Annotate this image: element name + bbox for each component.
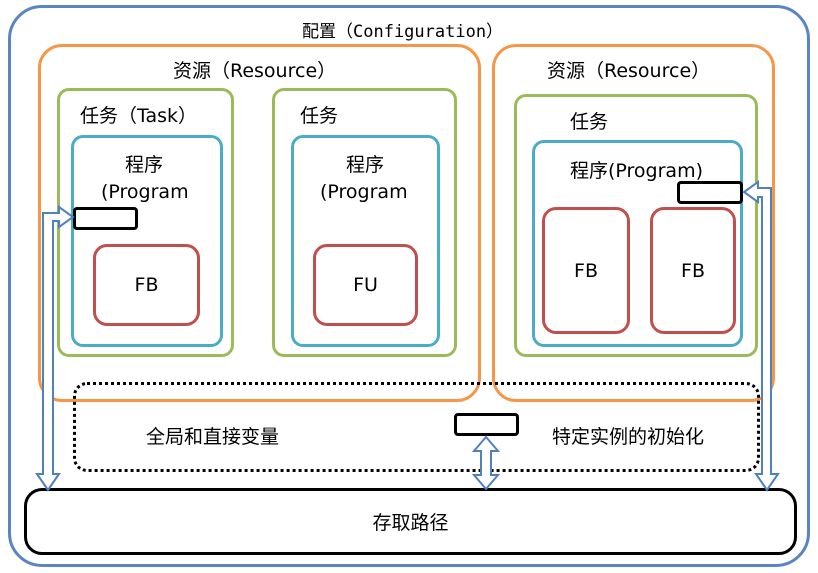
task-box-2 — [272, 88, 457, 357]
task-label-2: 任务 — [300, 105, 339, 127]
access-path-box: 存取路径 — [24, 488, 797, 555]
resource-label-2: 资源（Resource） — [547, 60, 711, 82]
program-label-3: 程序(Program) — [570, 160, 703, 182]
arrow-left-connector — [35, 205, 75, 492]
program-box-2 — [291, 135, 440, 347]
configuration-box — [8, 5, 810, 567]
task-label-3: 任务 — [570, 111, 609, 133]
program-label-1-line2: (Program — [101, 181, 189, 203]
access-connector-3 — [454, 413, 519, 436]
resource-box-1 — [38, 44, 481, 402]
function-block-fu: FU — [313, 244, 418, 326]
resource-box-2 — [492, 44, 775, 402]
configuration-label: 配置（Configuration） — [302, 22, 504, 42]
task-box-3 — [514, 94, 758, 357]
variables-region — [73, 382, 760, 472]
function-block-2: FB — [542, 207, 630, 334]
program-label-1: 程序 — [125, 154, 164, 176]
function-block-1: FB — [93, 244, 200, 326]
access-connector-2 — [677, 181, 743, 204]
instance-initialization-label: 特定实例的初始化 — [552, 426, 705, 448]
program-box-1 — [71, 135, 223, 347]
program-label-2-line2: (Program — [320, 181, 408, 203]
resource-label-1: 资源（Resource） — [173, 60, 337, 82]
access-connector-1 — [73, 207, 138, 230]
program-label-2: 程序 — [346, 154, 385, 176]
global-direct-variables-label: 全局和直接变量 — [146, 426, 280, 448]
arrow-middle-connector — [471, 435, 501, 491]
task-label-1: 任务（Task） — [80, 105, 198, 127]
arrow-right-connector — [742, 180, 780, 492]
program-box-3 — [532, 140, 743, 347]
function-block-3: FB — [650, 207, 736, 334]
